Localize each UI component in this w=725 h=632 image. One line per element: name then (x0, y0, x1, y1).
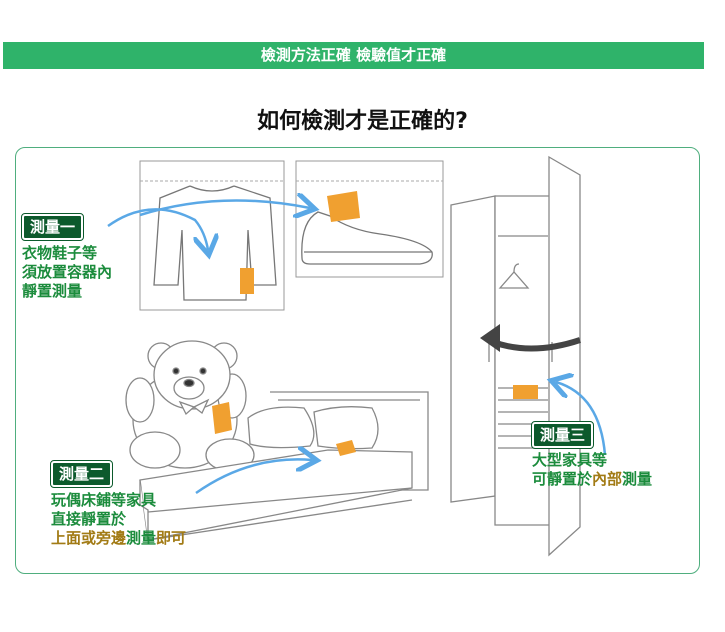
shirt-container (139, 160, 285, 311)
shoe-container (295, 160, 444, 278)
arrow-bed (195, 459, 312, 495)
step-2-line-3-part-c: 即可 (156, 529, 187, 547)
step-2-line-3-part-a: 上面或旁邊 (51, 529, 127, 547)
step-2-line-3-part-b: 測量 (126, 529, 157, 547)
shirt-icon (153, 185, 277, 301)
step-2-line-1: 玩偶床鋪等家具 (51, 491, 157, 509)
page-heading: 如何檢測才是正確的? (257, 109, 468, 134)
step-3-line-2: 可靜置於內部測量 (532, 470, 652, 489)
arrow-shirt (107, 208, 208, 250)
sensor-shirt (240, 268, 254, 294)
step-3-line-2-part-c: 測量 (622, 470, 653, 488)
badge-step-2: 測量二 (49, 460, 114, 488)
sensor-bear (212, 402, 232, 434)
arrow-shoe (139, 200, 310, 215)
step-1-line-2: 須放置容器內 (22, 263, 113, 281)
arrow-wardrobe (556, 382, 607, 456)
wardrobe-icon (450, 155, 581, 557)
shoe-icon (301, 211, 433, 265)
badge-step-3: 測量三 (530, 421, 595, 449)
step-1-line-3: 靜置測量 (22, 282, 83, 300)
step-3-line-2-part-b: 內部 (592, 470, 623, 488)
sensor-wardrobe (513, 385, 538, 399)
step-3-line-1: 大型家具等 (532, 451, 608, 469)
step-1-text: 衣物鞋子等 須放置容器內 靜置測量 (22, 244, 112, 301)
sensor-bed (336, 440, 356, 456)
arrows (107, 200, 607, 495)
step-2-text: 玩偶床鋪等家具 直接靜置於 上面或旁邊測量即可 (51, 491, 186, 548)
teddy-bear-icon (125, 340, 255, 472)
door-opening-arrow (480, 324, 581, 352)
step-3-text: 大型家具等 可靜置於內部測量 (532, 451, 652, 489)
sensor-shoe (327, 191, 360, 222)
step-2-line-2: 直接靜置於 (51, 510, 127, 528)
step-1-line-1: 衣物鞋子等 (22, 244, 98, 262)
badge-step-1: 測量一 (20, 213, 85, 241)
step-2-line-3: 上面或旁邊測量即可 (51, 529, 186, 548)
banner-title: 檢測方法正確 檢驗值才正確 (260, 46, 447, 64)
step-3-line-2-part-a: 可靜置於 (532, 470, 593, 488)
top-banner: 檢測方法正確 檢驗值才正確 (3, 42, 704, 69)
